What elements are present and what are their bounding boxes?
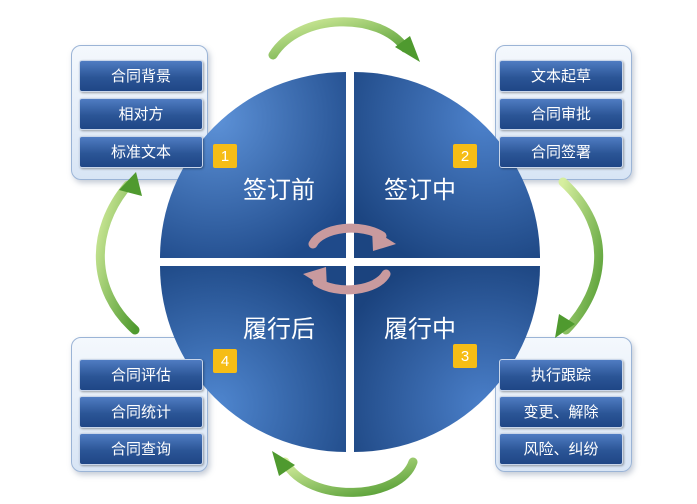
- item-counterparty[interactable]: 相对方: [79, 98, 203, 130]
- quadrant-label-during-signing: 签订中: [384, 176, 456, 204]
- item-risk-dispute[interactable]: 风险、纠纷: [499, 433, 623, 465]
- item-contract-query[interactable]: 合同查询: [79, 433, 203, 465]
- item-contract-background[interactable]: 合同背景: [79, 60, 203, 92]
- badge-1-number: 1: [221, 148, 229, 165]
- connector-arrow-head-left: [119, 172, 142, 196]
- item-contract-approval[interactable]: 合同审批: [499, 98, 623, 130]
- quadrant-top-left: [160, 72, 346, 258]
- connector-arrow-head-bottom: [272, 451, 295, 476]
- item-contract-statistics[interactable]: 合同统计: [79, 396, 203, 428]
- badge-1: [213, 144, 237, 168]
- connector-arrow-head-right: [555, 314, 575, 338]
- item-contract-evaluation[interactable]: 合同评估: [79, 359, 203, 391]
- item-contract-signing[interactable]: 合同签署: [499, 136, 623, 168]
- badge-3-number: 3: [461, 348, 469, 365]
- connector-arrow-head-top: [395, 36, 420, 62]
- quadrant-label-after-performance: 履行后: [243, 315, 315, 343]
- quadrant-bottom-right: [354, 266, 540, 452]
- badge-2: [453, 144, 477, 168]
- item-change-termination[interactable]: 变更、解除: [499, 396, 623, 428]
- badge-2-number: 2: [461, 148, 469, 165]
- quadrant-label-before-signing: 签订前: [243, 176, 315, 204]
- badge-3: [453, 344, 477, 368]
- badge-4-number: 4: [221, 353, 229, 370]
- quadrant-top-right: [354, 72, 540, 258]
- item-standard-text[interactable]: 标准文本: [79, 136, 203, 168]
- item-text-drafting[interactable]: 文本起草: [499, 60, 623, 92]
- item-execution-tracking[interactable]: 执行跟踪: [499, 359, 623, 391]
- badge-4: [213, 349, 237, 373]
- cycle-arrow-head-right: [372, 229, 396, 251]
- cycle-arrow-head-left: [303, 267, 327, 289]
- connector-arrows: [95, 17, 604, 497]
- quadrant-bottom-left: [160, 266, 346, 452]
- quadrant-label-during-performance: 履行中: [384, 315, 456, 343]
